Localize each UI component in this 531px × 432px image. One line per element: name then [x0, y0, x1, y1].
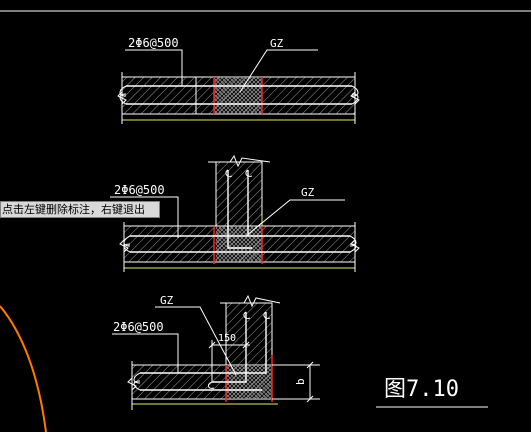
- rebar-pair: [126, 85, 352, 105]
- figure-label: 图7.10: [384, 377, 459, 402]
- gz-leader: [239, 49, 318, 93]
- gz-leader: [155, 306, 237, 376]
- dimension-tick: [208, 341, 216, 349]
- rebar-set: [140, 312, 267, 391]
- break-line-left: [119, 222, 129, 272]
- gz-column-core: [216, 226, 262, 262]
- break-line-right: [350, 222, 360, 272]
- gz-label: GZ: [270, 37, 284, 50]
- branch-wall: [215, 161, 263, 227]
- gz-label: GZ: [160, 294, 174, 307]
- gz-label: GZ: [301, 186, 315, 199]
- rebar-pair: [130, 235, 350, 253]
- break-line-top: [208, 154, 271, 168]
- detail-1-straight-wall: 2Φ6@500 GZ: [117, 36, 360, 124]
- gz-leader: [245, 199, 345, 237]
- branch-rebar-hooks: [225, 169, 253, 177]
- dimension-tick: [306, 395, 314, 403]
- dimension-text-b: b: [294, 378, 307, 385]
- break-line-top: [220, 294, 281, 308]
- dimension-tick: [306, 361, 314, 369]
- rebar-leader: [110, 196, 179, 238]
- break-line-right: [350, 72, 360, 124]
- rebar-label: 2Φ6@500: [114, 183, 165, 197]
- dimension-tick: [242, 341, 250, 349]
- break-line-left: [117, 72, 127, 124]
- rebar-leader: [125, 49, 183, 86]
- dimension-text-150: 150: [218, 333, 236, 344]
- rebar-label: 2Φ6@500: [128, 36, 179, 50]
- rebar-leader: [112, 333, 179, 373]
- gz-column-core: [214, 77, 262, 114]
- detail-3-l-corner: 150 b 2Φ6@500 GZ: [112, 294, 320, 410]
- branch-rebar-hooks: [243, 311, 271, 319]
- rebar-label: 2Φ6@500: [113, 320, 164, 334]
- rebar-hook-end: [207, 381, 215, 389]
- command-tooltip: 点击左键删除标注，右键退出: [0, 201, 160, 218]
- orange-curve: [0, 305, 47, 432]
- branch-rebar: [227, 170, 252, 249]
- rebar-hook-left: [133, 372, 141, 391]
- rebar-hook-right: [351, 85, 359, 105]
- detail-2-t-junction: 2Φ6@500 GZ: [110, 154, 360, 272]
- break-line-left: [127, 361, 137, 410]
